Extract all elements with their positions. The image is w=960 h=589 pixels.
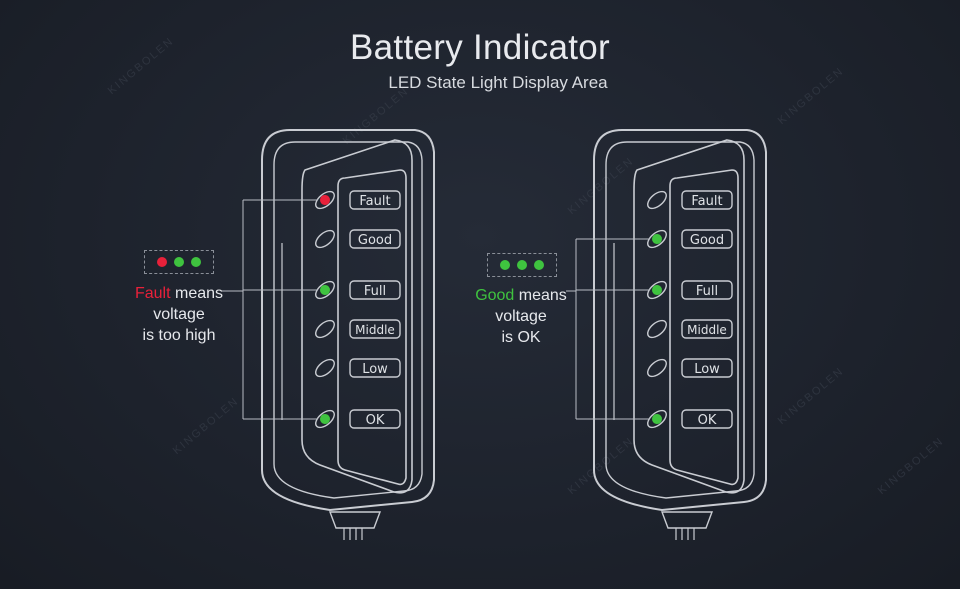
led-ok: [315, 409, 335, 429]
device-outline: [261, 129, 435, 512]
led-fault: [315, 190, 335, 210]
legend-right: Good means voltage is OK: [446, 285, 596, 348]
led-light: [320, 285, 330, 295]
led-light: [652, 234, 662, 244]
label-fault: Fault: [359, 194, 390, 209]
led-good: [647, 229, 667, 249]
label-full: Full: [696, 284, 718, 299]
label-low: Low: [694, 362, 720, 377]
legend-text: means: [170, 285, 224, 302]
page-title: Battery Indicator: [350, 28, 610, 67]
label-full: Full: [364, 284, 386, 299]
led-ring: [647, 190, 667, 210]
legend-text: is OK: [501, 329, 541, 346]
label-box: [681, 190, 733, 210]
label-middle: Middle: [355, 323, 395, 337]
page-subtitle: LED State Light Display Area: [388, 73, 608, 92]
device-outline-inner: [273, 141, 423, 499]
led-ring: [315, 190, 335, 210]
connector: [328, 511, 382, 529]
led-ok: [647, 409, 667, 429]
label-panel: [337, 169, 407, 486]
led-middle: [647, 319, 667, 339]
connector: [660, 511, 714, 529]
led-full: [647, 280, 667, 300]
legend-text: is too high: [142, 327, 216, 344]
led-ring: [315, 409, 335, 429]
led-ring: [647, 229, 667, 249]
label-box: [681, 319, 733, 339]
label-fault: Fault: [691, 194, 722, 209]
indicator-dot: [157, 257, 167, 267]
label-panel: [669, 169, 739, 486]
led-ring: [315, 319, 335, 339]
label-good: Good: [358, 233, 392, 248]
led-light: [320, 195, 330, 205]
led-light: [320, 414, 330, 424]
indicator-dot: [500, 260, 510, 270]
led-ring: [647, 358, 667, 378]
device-bezel: [633, 139, 745, 494]
state-word-left: Fault: [134, 285, 171, 302]
label-box: [349, 190, 401, 210]
label-ok: OK: [366, 413, 385, 428]
legend-text: voltage: [495, 308, 547, 325]
label-ok: OK: [698, 413, 717, 428]
led-ring: [315, 358, 335, 378]
led-low: [647, 358, 667, 378]
led-low: [315, 358, 335, 378]
led-ring: [647, 280, 667, 300]
label-box: [681, 409, 733, 429]
led-ring: [647, 409, 667, 429]
indicator-dot: [517, 260, 527, 270]
label-box: [349, 319, 401, 339]
indicator-dot: [534, 260, 544, 270]
label-box: [349, 280, 401, 300]
label-middle: Middle: [687, 323, 727, 337]
label-box: [349, 229, 401, 249]
label-good: Good: [690, 233, 724, 248]
led-good: [315, 229, 335, 249]
label-box: [681, 280, 733, 300]
indicator-dot: [174, 257, 184, 267]
legend-text: voltage: [153, 306, 205, 323]
label-box: [349, 409, 401, 429]
led-light: [652, 414, 662, 424]
led-light: [652, 285, 662, 295]
device-bezel: [301, 139, 413, 494]
state-word-right: Good: [475, 287, 515, 304]
label-box: [681, 229, 733, 249]
indicator-dot: [191, 257, 201, 267]
label-box: [681, 358, 733, 378]
callout-lines: [222, 199, 318, 420]
indicator-dots-left: [144, 250, 214, 274]
led-ring: [315, 229, 335, 249]
led-ring: [315, 280, 335, 300]
device-outline: [593, 129, 767, 512]
device-outline-inner: [605, 141, 755, 499]
led-full: [315, 280, 335, 300]
legend-left: Fault means voltage is too high: [104, 283, 254, 346]
callout-lines: [566, 238, 650, 420]
indicator-dots-right: [487, 253, 557, 277]
led-middle: [315, 319, 335, 339]
led-fault: [647, 190, 667, 210]
legend-text: means: [514, 287, 567, 304]
label-box: [349, 358, 401, 378]
led-ring: [647, 319, 667, 339]
label-low: Low: [362, 362, 388, 377]
